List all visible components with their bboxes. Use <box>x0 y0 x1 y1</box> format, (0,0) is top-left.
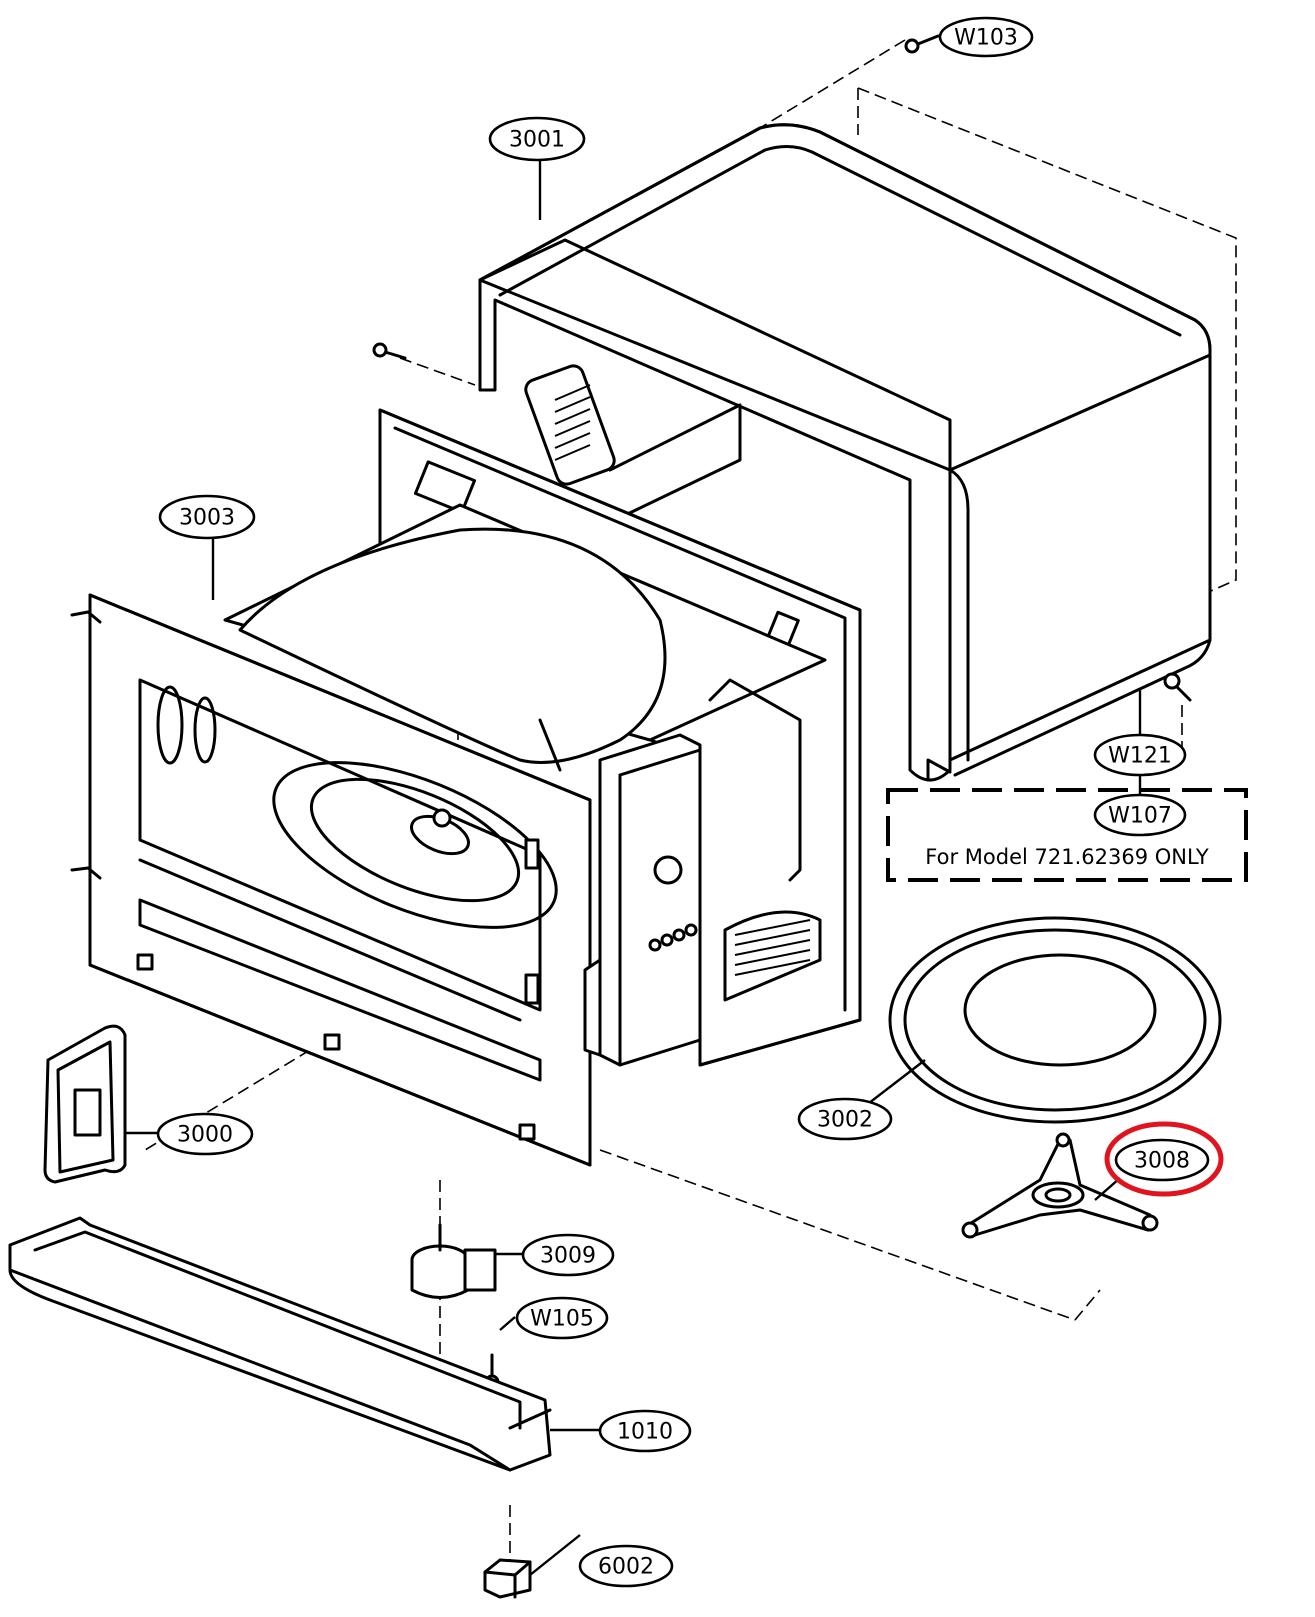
svg-text:3008: 3008 <box>1134 1149 1190 1174</box>
part-control-box <box>583 733 702 1067</box>
svg-text:W107: W107 <box>1108 804 1172 829</box>
callout-3001: 3001 <box>488 116 586 162</box>
callout-3009: 3009 <box>521 1233 615 1277</box>
part-3000-waveguide-cover <box>43 1024 127 1184</box>
svg-text:3009: 3009 <box>540 1244 596 1269</box>
callout-6002: 6002 <box>578 1544 674 1588</box>
callout-1010: 1010 <box>598 1409 692 1453</box>
callout-w103: W103 <box>938 16 1034 58</box>
callout-3008: 3008 <box>1114 1138 1210 1182</box>
svg-text:W105: W105 <box>530 1307 594 1332</box>
part-1010-base-rail <box>8 1216 552 1472</box>
svg-text:1010: 1010 <box>617 1420 673 1445</box>
callout-3000: 3000 <box>156 1112 254 1156</box>
svg-text:3003: 3003 <box>179 506 235 531</box>
svg-text:3000: 3000 <box>177 1123 233 1148</box>
screw-rear-icon <box>372 342 407 360</box>
part-3002-glass-tray <box>888 916 1222 1124</box>
part-3008-roller-guide <box>961 1132 1159 1239</box>
svg-text:W103: W103 <box>954 26 1018 51</box>
model-note-box: For Model 721.62369 ONLY <box>886 788 1248 882</box>
callout-w107: W107 <box>1093 793 1187 837</box>
callout-w105: W105 <box>515 1296 609 1340</box>
model-note-text: For Model 721.62369 ONLY <box>925 845 1209 869</box>
part-3003-oven-cavity <box>223 408 862 1067</box>
part-3003-front-plate <box>70 593 592 1167</box>
svg-text:W121: W121 <box>1108 744 1172 769</box>
highlight-ring <box>1104 1121 1224 1197</box>
screw-w103-icon <box>904 34 940 54</box>
svg-text:6002: 6002 <box>598 1555 654 1580</box>
callout-3003: 3003 <box>158 494 256 540</box>
part-3001-outer-case <box>478 123 1212 782</box>
part-6002-foot <box>483 1558 532 1599</box>
svg-text:3002: 3002 <box>817 1108 873 1133</box>
svg-text:3001: 3001 <box>509 128 565 153</box>
part-3009-motor <box>410 1223 497 1299</box>
callout-w121: W121 <box>1093 733 1187 777</box>
screw-w121-icon <box>1163 672 1192 702</box>
callout-3002: 3002 <box>797 1097 893 1141</box>
